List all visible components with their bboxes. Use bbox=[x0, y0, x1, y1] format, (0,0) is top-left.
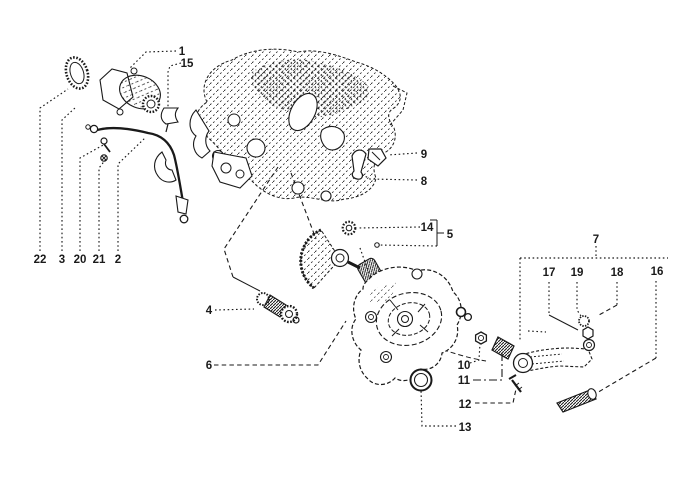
callout-19: 19 bbox=[571, 267, 584, 279]
callout-13: 13 bbox=[459, 422, 472, 434]
callout-11: 11 bbox=[458, 375, 471, 387]
callout-16: 16 bbox=[651, 266, 664, 278]
part-clamp bbox=[160, 107, 180, 133]
callout-8: 8 bbox=[421, 176, 428, 188]
callout-18: 18 bbox=[611, 267, 624, 279]
callout-1: 1 bbox=[179, 46, 186, 58]
part-clip-9 bbox=[367, 148, 387, 167]
leader-lines bbox=[39, 50, 668, 427]
part-starter-cable bbox=[85, 124, 189, 224]
callout-7: 7 bbox=[593, 234, 599, 246]
part-washers-10 bbox=[455, 306, 488, 345]
part-spring-11 bbox=[491, 336, 515, 360]
part-kickstart-lever bbox=[512, 315, 597, 413]
part-bendix bbox=[256, 292, 300, 324]
callout-6: 6 bbox=[206, 360, 212, 372]
callout-22: 22 bbox=[34, 254, 47, 266]
part-knuckle-bolts bbox=[578, 315, 596, 352]
part-cap-13 bbox=[409, 368, 433, 392]
part-lever-8 bbox=[351, 149, 367, 180]
part-pedal-rubber bbox=[556, 388, 597, 413]
part-bolt-12 bbox=[508, 374, 523, 393]
part-bolt-21 bbox=[100, 154, 108, 162]
part-cover bbox=[351, 266, 462, 392]
callout-labels: 115 9 8 14 5 22 3 20 21 2 4 6 7 17 19 18 16 10 11 12 13 bbox=[34, 46, 664, 434]
part-bolt-20 bbox=[100, 137, 111, 153]
callout-15: 15 bbox=[181, 58, 194, 70]
callout-17: 17 bbox=[543, 267, 556, 279]
callout-2: 2 bbox=[115, 254, 121, 266]
callout-4: 4 bbox=[206, 305, 213, 317]
engine-mount-pieces bbox=[153, 109, 253, 189]
callout-10: 10 bbox=[458, 360, 471, 372]
part-nut-14 bbox=[341, 220, 357, 236]
callout-14: 14 bbox=[421, 222, 434, 234]
group-bracket-5 bbox=[374, 219, 444, 248]
part-starter-motor bbox=[99, 67, 161, 116]
callout-3: 3 bbox=[59, 254, 65, 266]
callout-20: 20 bbox=[74, 254, 87, 266]
part-ring-gear bbox=[64, 56, 90, 90]
callout-12: 12 bbox=[459, 399, 472, 411]
callout-9: 9 bbox=[421, 149, 427, 161]
callout-5: 5 bbox=[447, 229, 454, 241]
callout-21: 21 bbox=[93, 254, 106, 266]
